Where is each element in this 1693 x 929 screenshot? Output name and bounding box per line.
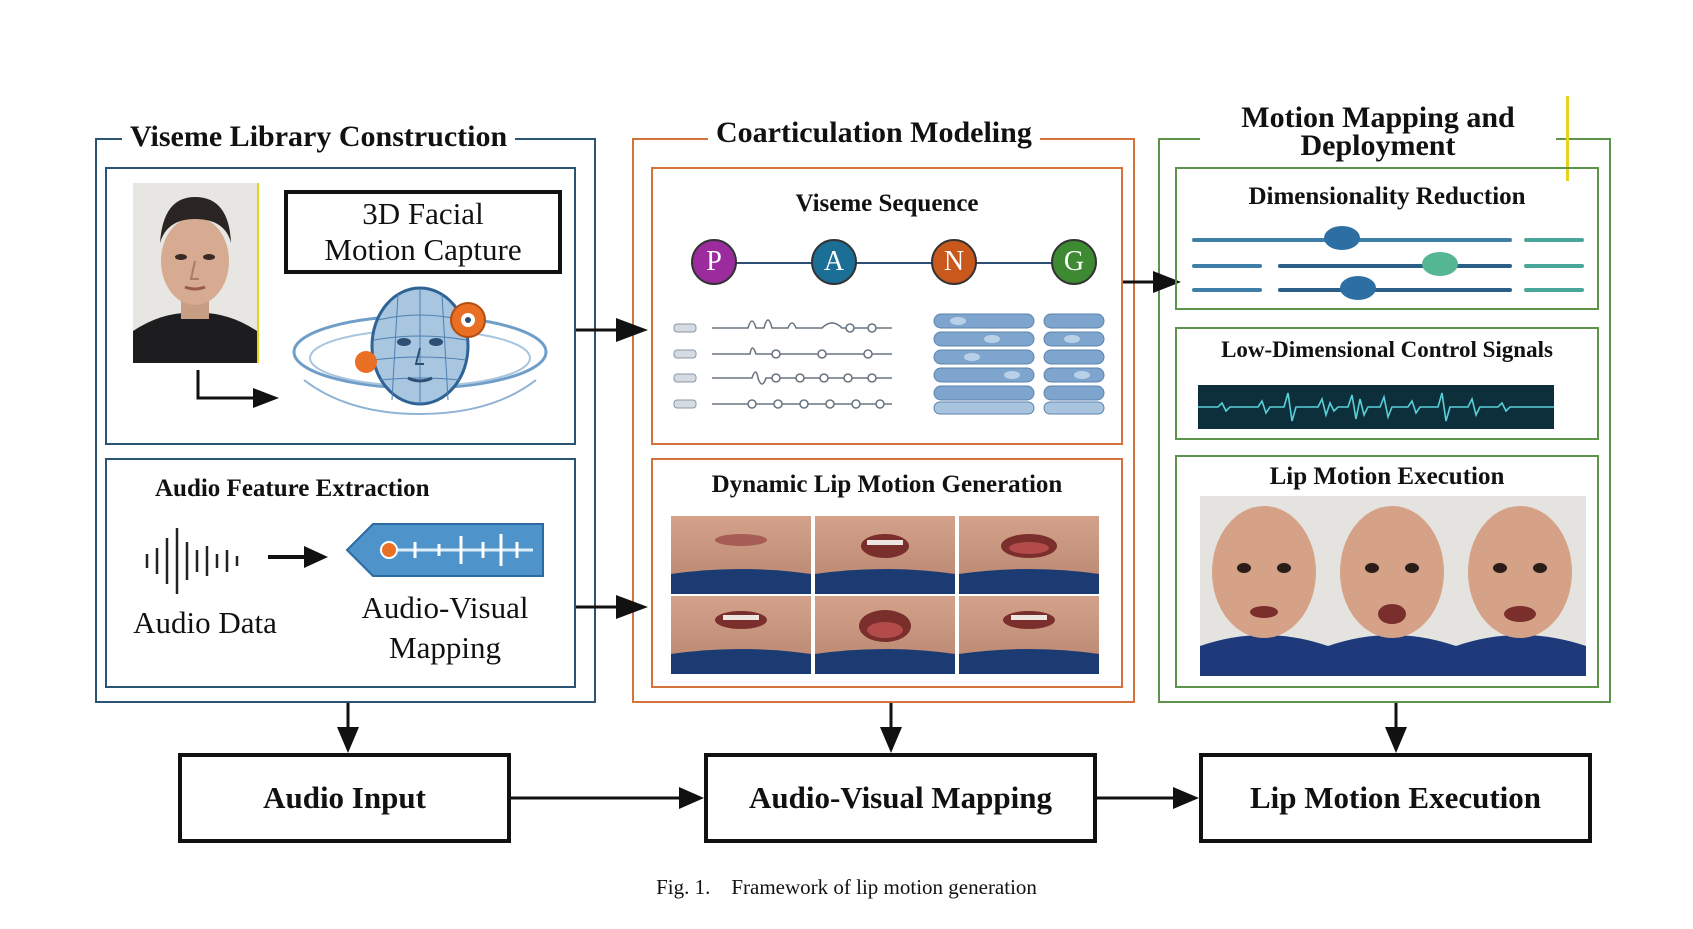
av-mapping-line1: Audio-Visual	[361, 590, 529, 625]
capture-subframe	[105, 167, 576, 445]
av-mapping-to-lip-exec-arrow	[1097, 787, 1199, 809]
mapping-to-dynamic-arrow	[576, 595, 648, 619]
viseme-node-g: G	[1051, 239, 1097, 285]
motion-mapping-title: Motion Mapping and Deployment	[1200, 101, 1556, 162]
control-signals-subframe	[1175, 327, 1599, 440]
audio-visual-mapping-graphic	[345, 523, 544, 577]
slider-lines-graphic	[1192, 226, 1584, 300]
capture-label-line1: 3D Facial	[362, 196, 484, 231]
viseme-chain-line	[714, 262, 1076, 264]
audio-feature-title: Audio Feature Extraction	[155, 475, 430, 502]
audio-data-label: Audio Data	[133, 605, 277, 640]
control-signals-title: Low-Dimensional Control Signals	[1221, 337, 1553, 362]
viseme-sequence-title: Viseme Sequence	[795, 190, 979, 217]
lip-exec-subframe	[1175, 455, 1599, 688]
dim-reduction-title: Dimensionality Reduction	[1248, 183, 1526, 210]
control-signal-wave	[1198, 385, 1554, 429]
coarticulation-title: Coarticulation Modeling	[708, 118, 1040, 148]
viseme-blocks-graphic	[933, 313, 1105, 415]
yellow-marker	[1566, 96, 1569, 181]
waveform-to-mapping-arrow	[268, 546, 328, 568]
viseme-sequence-subframe	[651, 167, 1123, 445]
mesh-head-illustration	[292, 286, 548, 416]
av-mapping-line2: Mapping	[389, 630, 501, 665]
lip-frames-drawing	[671, 516, 1099, 674]
yellow-edge	[257, 183, 259, 363]
sequence-to-reduction-arrow	[1123, 271, 1181, 293]
control-signal-wave-drawing	[1198, 392, 1554, 422]
audio-feature-subframe	[105, 458, 576, 688]
motion-to-lip-exec-arrow	[1385, 703, 1407, 753]
viseme-node-n: N	[931, 239, 977, 285]
viseme-to-audio-input-arrow	[337, 703, 359, 753]
viseme-curves-graphic	[673, 319, 892, 409]
capture-to-sequence-arrow	[576, 318, 648, 342]
viseme-library-title: Viseme Library Construction	[122, 122, 516, 152]
viseme-node-p: P	[691, 239, 737, 285]
lip-frames-grid	[671, 516, 1099, 674]
audio-input-box: Audio Input	[178, 753, 511, 843]
person-photo	[133, 183, 257, 363]
motion-mapping-title-line1: Motion Mapping and	[1241, 101, 1515, 134]
av-mapping-label: Audio-Visual Mapping	[345, 588, 545, 668]
av-mapping-box: Audio-Visual Mapping	[704, 753, 1097, 843]
capture-label-box: 3D Facial Motion Capture	[284, 190, 562, 274]
audio-input-to-av-mapping-arrow	[511, 787, 704, 809]
photo-to-capture-arrow	[196, 370, 279, 408]
waveform-icon	[145, 528, 239, 594]
lip-exec-box: Lip Motion Execution	[1199, 753, 1592, 843]
robot-faces-photo	[1200, 496, 1586, 676]
robot-faces-drawing	[1200, 496, 1586, 676]
dim-reduction-subframe	[1175, 167, 1599, 310]
capture-label-line2: Motion Capture	[324, 232, 522, 267]
lip-exec-title: Lip Motion Execution	[1269, 463, 1505, 490]
dynamic-lip-subframe	[651, 458, 1123, 688]
figure-caption: Fig. 1. Framework of lip motion generati…	[656, 875, 1037, 899]
viseme-node-a: A	[811, 239, 857, 285]
dynamic-lip-title: Dynamic Lip Motion Generation	[711, 471, 1063, 498]
coarticulation-to-av-mapping-arrow	[880, 703, 902, 753]
motion-mapping-title-line2: Deployment	[1300, 129, 1456, 162]
person-photo-drawing	[133, 183, 257, 363]
